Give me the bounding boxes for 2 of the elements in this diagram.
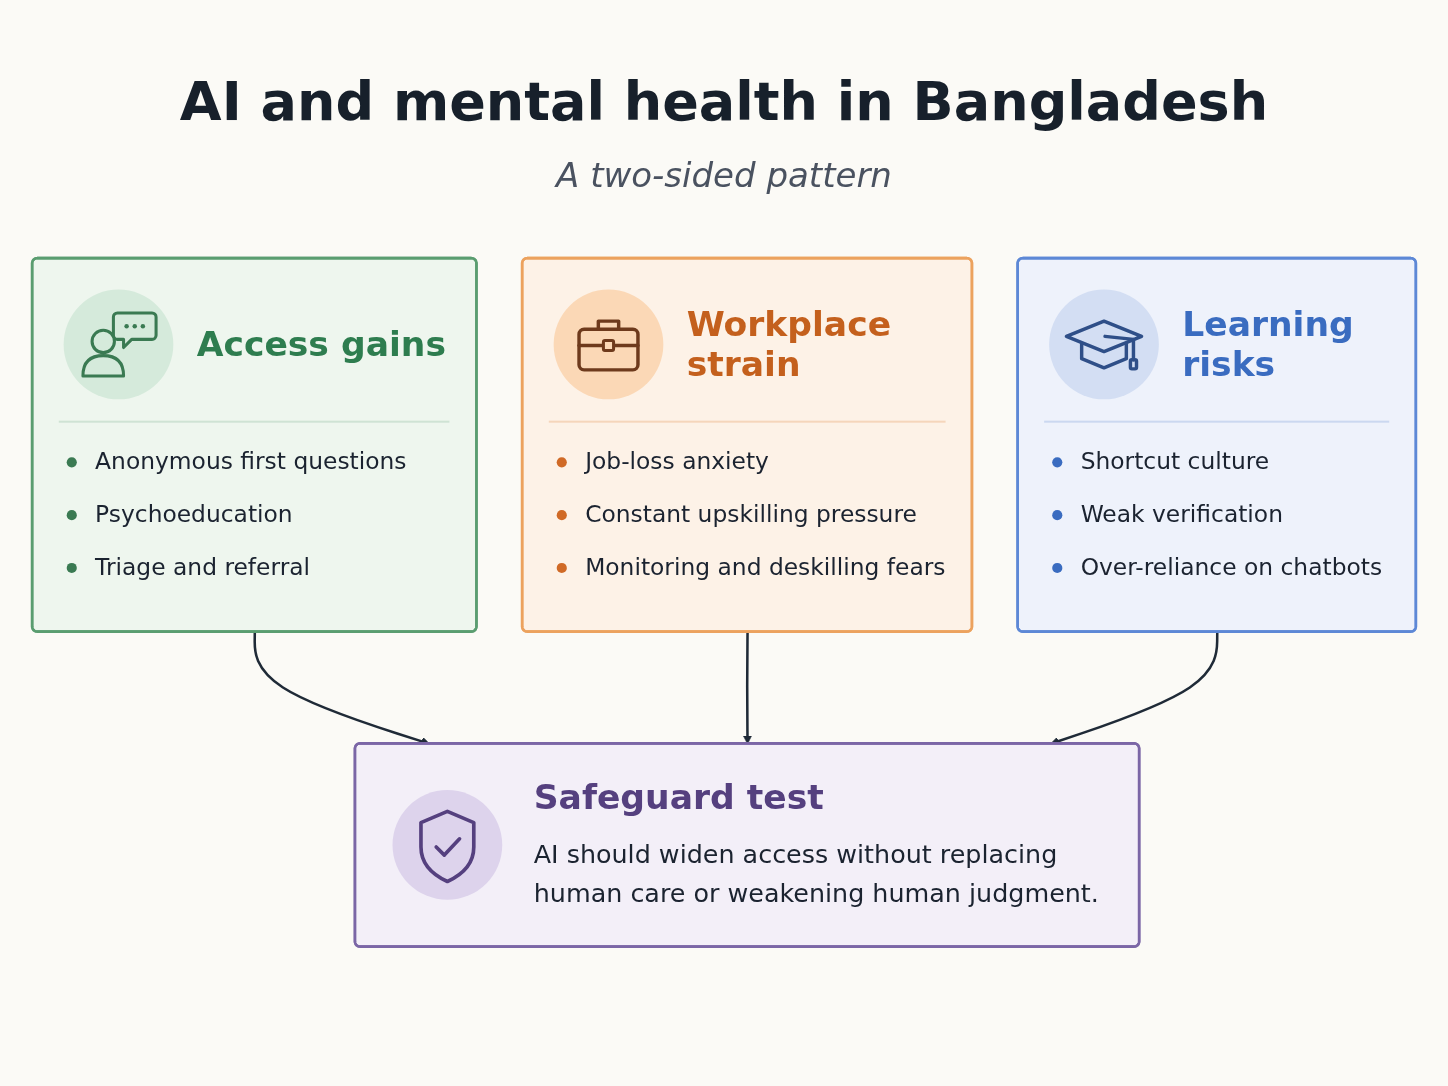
title: AI and mental health in Bangladesh (179, 70, 1269, 133)
subtitle: A two-sided pattern (556, 155, 892, 195)
